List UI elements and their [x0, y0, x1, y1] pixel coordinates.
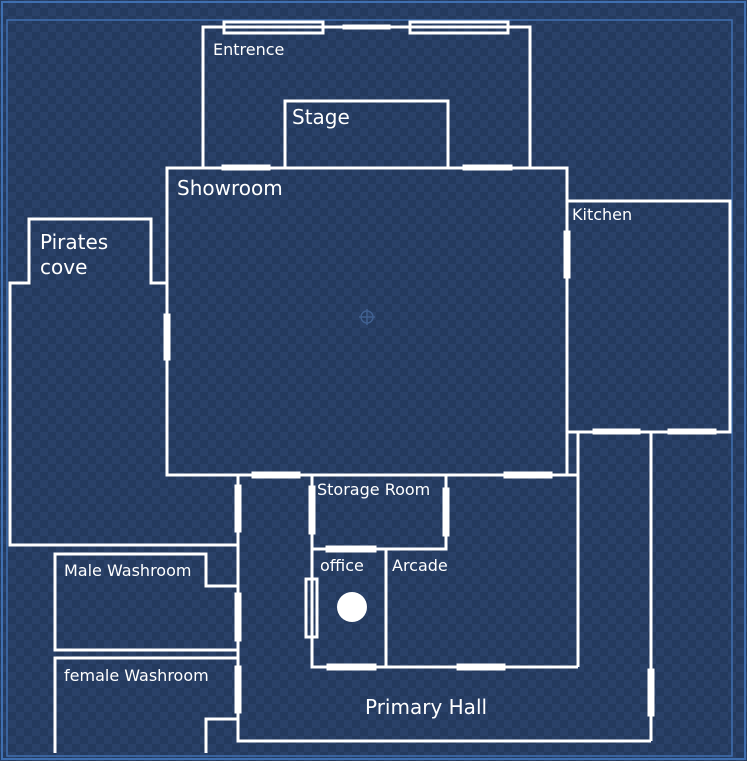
door-office-top[interactable]	[325, 545, 377, 553]
room-label-office: office	[320, 556, 364, 575]
door-kitchen-bottom-right[interactable]	[667, 428, 717, 435]
door-showroom-hall-right[interactable]	[503, 471, 553, 479]
stage-room-walls	[283, 99, 450, 168]
room-label-primary-hall: Primary Hall	[365, 695, 488, 719]
room-label-kitchen: Kitchen	[572, 205, 633, 224]
door-showroom-hall-left[interactable]	[251, 471, 301, 479]
room-label-showroom: Showroom	[177, 176, 283, 200]
door-office-bottom[interactable]	[326, 663, 377, 671]
door-office-side[interactable]	[304, 577, 319, 639]
door-female-washroom[interactable]	[234, 665, 242, 714]
door-showroom-entrance-right[interactable]	[462, 164, 513, 171]
room-label-storage-room: Storage Room	[317, 480, 431, 499]
room-label-arcade: Arcade	[392, 556, 448, 575]
crosshair-icon	[359, 309, 375, 325]
room-label-entrance: Entrence	[213, 40, 285, 59]
door-entrance-right[interactable]	[408, 20, 510, 35]
room-label-male-washroom: Male Washroom	[64, 561, 192, 580]
room-label-pirates-cove: Pirates cove	[40, 230, 109, 279]
door-entrance-mid[interactable]	[342, 24, 391, 30]
east-corridor-walls	[576, 432, 653, 741]
door-entrance-left[interactable]	[222, 20, 325, 35]
door-kitchen-bottom-left[interactable]	[592, 428, 641, 435]
female-washroom-walls	[53, 656, 238, 753]
door-showroom-entrance-left[interactable]	[221, 164, 271, 171]
door-arcade-bottom[interactable]	[456, 663, 506, 671]
door-male-washroom[interactable]	[234, 592, 242, 642]
door-east-corridor[interactable]	[647, 668, 655, 717]
door-storage-right[interactable]	[442, 487, 450, 537]
player-dot-icon	[337, 592, 367, 622]
door-hall-west-top[interactable]	[234, 484, 242, 533]
door-storage-left[interactable]	[308, 485, 316, 535]
pirates-cove-walls	[8, 217, 238, 547]
kitchen-walls	[567, 199, 732, 434]
inner-border	[6, 19, 733, 757]
room-label-stage: Stage	[292, 105, 350, 129]
door-pirates-cove[interactable]	[163, 313, 171, 361]
room-label-female-washroom: female Washroom	[64, 666, 209, 685]
male-washroom-walls	[53, 552, 238, 652]
door-kitchen[interactable]	[563, 230, 571, 279]
